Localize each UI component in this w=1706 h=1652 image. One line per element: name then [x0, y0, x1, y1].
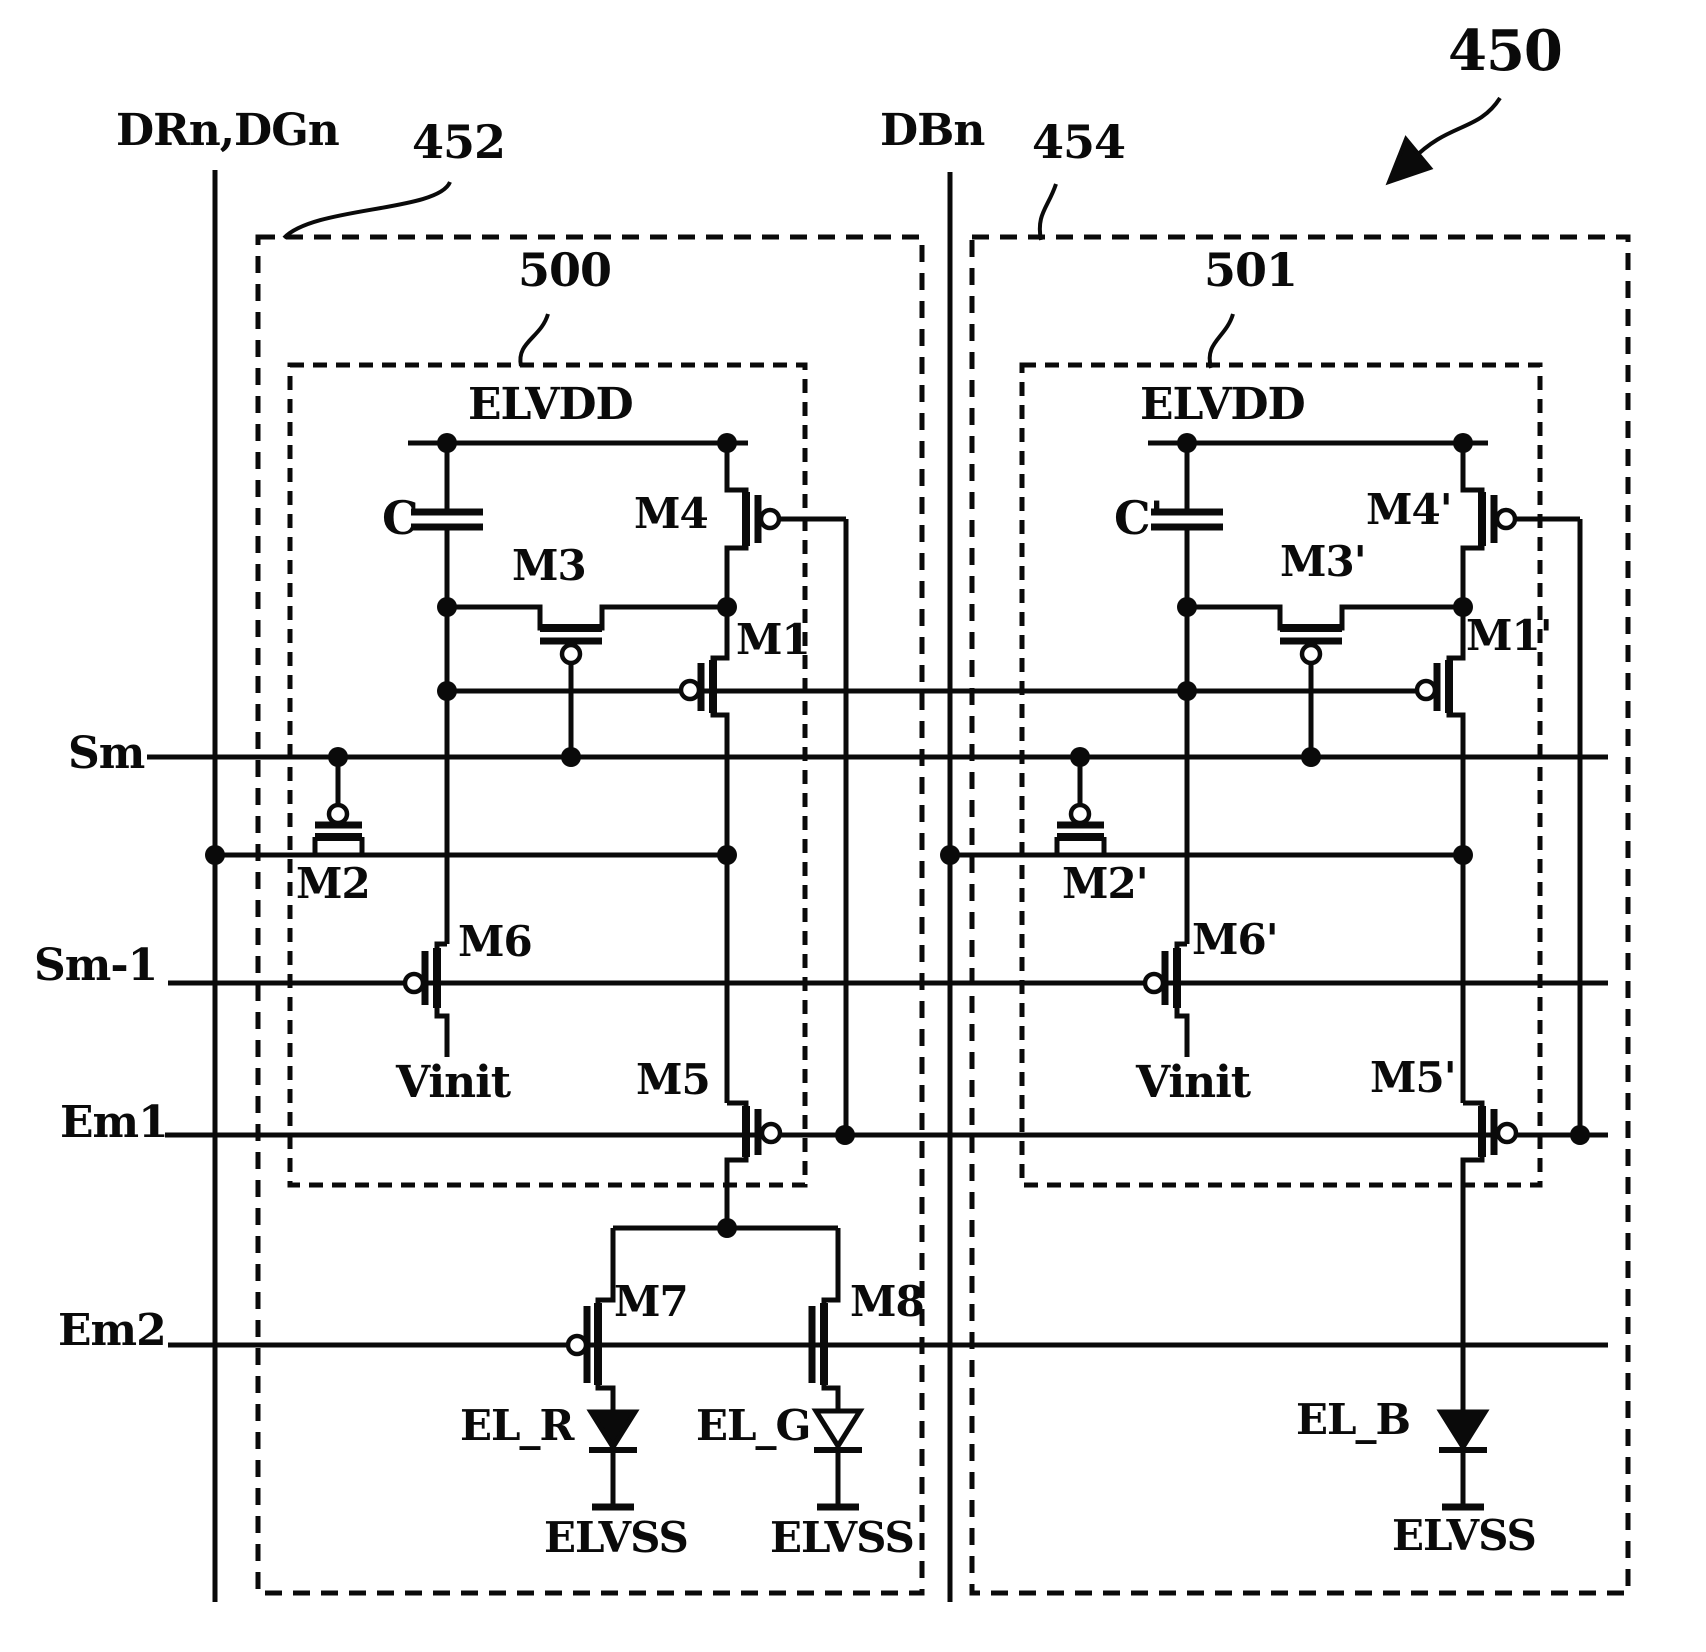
label-data-line-dbn: DBn [880, 105, 985, 156]
capacitor-c-prime [1151, 443, 1223, 944]
label-cap-c-prime: C' [1114, 491, 1164, 545]
m7-gate-bubble [565, 1333, 589, 1357]
transistor-m2-prime [950, 757, 1463, 858]
label-elvdd-left: ELVDD [468, 379, 634, 430]
label-el-r: EL_R [460, 1401, 574, 1450]
m5-gate-bubble [759, 1121, 783, 1145]
block-452-box [255, 234, 925, 1596]
label-m2: M2 [296, 859, 371, 908]
label-m6-prime: M6' [1192, 915, 1279, 964]
transistor-m1 [697, 605, 730, 1103]
m1-gate-bubble [678, 678, 702, 702]
transistor-m1-prime [1433, 605, 1466, 1103]
label-vinit-right: Vinit [1136, 1057, 1251, 1108]
m6p-leads [1174, 941, 1190, 1057]
label-elvdd-right: ELVDD [1140, 379, 1306, 430]
el-r-anode-triangle [586, 1409, 640, 1452]
label-ref-450: 450 [1448, 18, 1563, 84]
leader-452 [282, 180, 452, 240]
transistor-m3 [447, 604, 727, 757]
label-m3: M3 [512, 541, 587, 590]
label-ref-452: 452 [412, 115, 506, 169]
label-m1: M1 [736, 615, 811, 664]
leader-454 [1037, 183, 1058, 241]
label-m4-prime: M4' [1366, 485, 1453, 534]
m6p-gate-bubble [1142, 971, 1166, 995]
leader-500 [518, 313, 550, 367]
leader-lines [282, 96, 1502, 369]
el-g-diode [811, 1408, 865, 1511]
label-em2: Em2 [58, 1305, 167, 1356]
label-vinit-left: Vinit [396, 1057, 511, 1108]
transistor-m3-prime [1187, 604, 1463, 757]
label-m5: M5 [636, 1055, 711, 1104]
label-el-g: EL_G [696, 1401, 811, 1450]
m3p-gate-bubble [1299, 642, 1323, 666]
label-ref-500: 500 [518, 243, 612, 297]
transistor-m8 [808, 1228, 841, 1410]
m1p-gate-bubble [1414, 678, 1438, 702]
el-r-diode [586, 1409, 640, 1511]
junction-dots [205, 433, 1590, 1238]
label-em1: Em1 [60, 1097, 169, 1148]
m6-leads [434, 941, 450, 1057]
capacitor-c [411, 443, 483, 944]
m2p-leads [1054, 837, 1107, 855]
m2p-gate-bubble [1068, 802, 1092, 826]
m2-gate-bubble [326, 802, 350, 826]
m4p-gate-bubble [1494, 507, 1518, 531]
label-ref-501: 501 [1204, 243, 1298, 297]
label-sm-minus-1: Sm-1 [34, 940, 158, 991]
transistor-m4-prime [1460, 443, 1583, 1135]
label-ref-454: 454 [1032, 115, 1126, 169]
label-m2-prime: M2' [1062, 859, 1149, 908]
label-m1-prime: M1' [1466, 611, 1553, 660]
leader-450-arrowhead [1385, 135, 1434, 186]
label-m3-prime: M3' [1280, 537, 1367, 586]
label-m8: M8 [850, 1277, 925, 1326]
pixel-500-box [287, 362, 808, 1188]
transistor-m4 [724, 443, 849, 1135]
m5p-gate-bubble [1495, 1121, 1519, 1145]
leader-501 [1207, 313, 1235, 369]
label-m5-prime: M5' [1370, 1053, 1457, 1102]
label-m7: M7 [614, 1277, 689, 1326]
transistor-m7 [583, 1228, 616, 1410]
m3-gate-bubble [559, 642, 583, 666]
m4-gate-wire [779, 516, 849, 1135]
m6-gate-bubble [402, 971, 426, 995]
el-b-diode [1436, 1409, 1490, 1511]
pixel-501-box [1019, 362, 1543, 1188]
label-el-b: EL_B [1296, 1395, 1411, 1444]
label-elvss-g: ELVSS [770, 1513, 915, 1562]
el-g-anode-triangle [811, 1408, 865, 1451]
m5-leads [724, 1100, 749, 1228]
transistor-m6 [421, 941, 450, 1057]
label-elvss-b: ELVSS [1392, 1511, 1537, 1560]
m5p-leads [1460, 1100, 1485, 1410]
transistor-m5-prime [1460, 1100, 1498, 1410]
m2-leads [312, 837, 365, 855]
label-cap-c: C [382, 491, 419, 545]
block-454-box [969, 234, 1631, 1596]
m4-gate-bubble [758, 507, 782, 531]
label-m6: M6 [458, 917, 533, 966]
gate-bubbles [326, 507, 1519, 1357]
label-data-line-drn-dgn: DRn,DGn [116, 105, 340, 156]
label-sm: Sm [68, 728, 145, 779]
label-m4: M4 [634, 489, 709, 538]
m4p-gate-wire [1515, 516, 1583, 1135]
transistor-m5 [724, 1100, 762, 1228]
label-elvss-r: ELVSS [544, 1513, 689, 1562]
el-b-anode-triangle [1436, 1409, 1490, 1452]
transistor-m6-prime [1161, 941, 1190, 1057]
leader-450-arrow-shaft [1410, 96, 1502, 162]
